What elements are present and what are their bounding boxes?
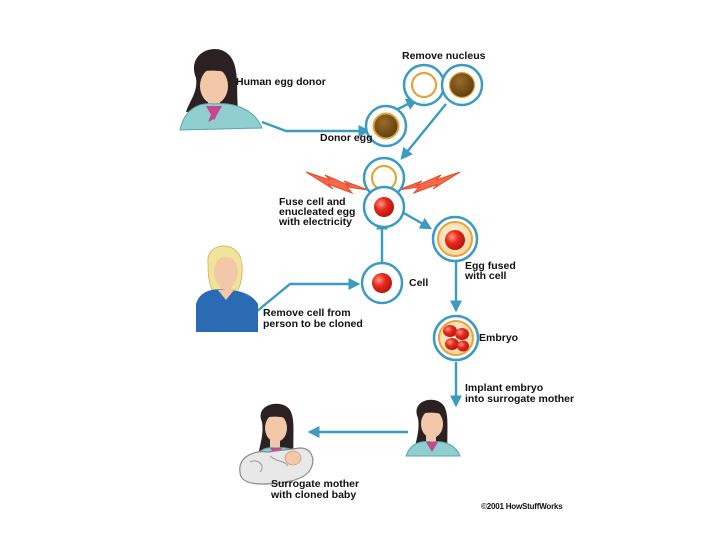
nucleus-removed xyxy=(440,63,484,107)
label-remove-cell-line1: Remove cell from xyxy=(263,307,351,319)
egg-remove-nucleus-empty xyxy=(402,63,446,107)
copyright-notice: ©2001 HowStuffWorks xyxy=(481,502,563,511)
mother-with-baby xyxy=(239,403,314,485)
label-egg-fused-line2: with cell xyxy=(465,270,507,282)
fusion-somatic-cell xyxy=(362,185,406,229)
label-egg-fused-line1: Egg fused xyxy=(465,260,516,272)
arrow-person-to-cell xyxy=(255,278,361,313)
arrow-fuse-to-egg-fused xyxy=(401,210,433,230)
electric-bolt-left xyxy=(305,171,369,195)
donor-egg-cell xyxy=(364,104,408,148)
label-implant-line1: Implant embryo xyxy=(465,382,544,394)
label-remove-nucleus: Remove nucleus xyxy=(402,50,486,62)
label-fuse-line1: Fuse cell and xyxy=(279,196,346,208)
flow-arrows xyxy=(255,98,462,438)
label-human-egg-donor: Human egg donor xyxy=(236,76,326,88)
label-fuse-line3: with electricity xyxy=(279,216,352,228)
label-surrogate-line1: Surrogate mother xyxy=(271,478,360,490)
label-embryo: Embryo xyxy=(479,332,519,344)
fusion-egg-cell xyxy=(362,156,406,200)
egg-fused-with-cell xyxy=(431,215,479,263)
surrogate-mother xyxy=(405,399,461,457)
embryo-cell xyxy=(432,314,480,362)
somatic-cell xyxy=(360,261,404,305)
label-donor-egg: Donor egg xyxy=(320,132,373,144)
label-surrogate-line2: with cloned baby xyxy=(271,489,357,501)
label-cell: Cell xyxy=(409,277,429,289)
egg-donor-woman xyxy=(179,48,263,131)
arrow-remove-nucleus-to-fuse xyxy=(400,103,447,160)
arrow-donor-to-egg xyxy=(261,120,371,137)
electric-bolt-right xyxy=(397,171,461,195)
person-to-be-cloned xyxy=(196,245,258,332)
label-remove-cell-line2: person to be cloned xyxy=(263,318,363,330)
label-implant-line2: into surrogate mother xyxy=(465,393,575,405)
label-fuse-line2: enucleated egg xyxy=(279,206,356,218)
